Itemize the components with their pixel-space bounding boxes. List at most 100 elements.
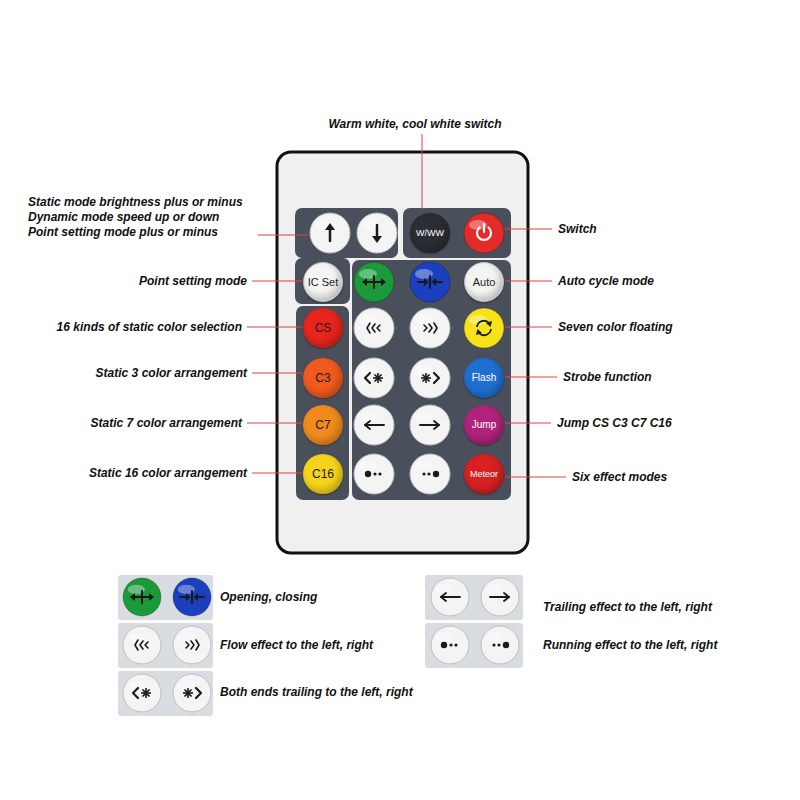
remote-button xyxy=(410,308,450,348)
remote-button xyxy=(410,454,450,494)
legend-box xyxy=(425,575,523,620)
button-symbol xyxy=(490,593,509,601)
button-symbols xyxy=(123,213,519,712)
remote-button xyxy=(173,674,211,712)
callout-label: Warm white, cool white switch xyxy=(328,116,501,132)
button-panel xyxy=(295,258,350,304)
legend-text: Opening, closing xyxy=(220,589,317,605)
button-panel xyxy=(352,260,511,500)
callout-label: Static mode brightness plus or minus xyxy=(28,194,243,210)
button-symbol xyxy=(180,591,204,603)
button-symbol xyxy=(186,640,199,650)
remote-button xyxy=(431,578,469,616)
button-label: Jump xyxy=(472,420,496,430)
remote-button xyxy=(310,213,350,253)
button-panel xyxy=(403,208,511,258)
button-symbol xyxy=(441,593,460,601)
remote-button: Auto xyxy=(464,262,504,302)
leader-line xyxy=(505,281,552,282)
button-label: IC Set xyxy=(308,277,339,288)
button-symbol xyxy=(441,642,458,648)
callout-label: Dynamic mode speed up or down xyxy=(28,209,219,225)
callout-label: Static 3 color arrangement xyxy=(96,365,247,381)
button-label: Auto xyxy=(473,277,496,288)
remote-button xyxy=(481,578,519,616)
callout-label: Six effect modes xyxy=(572,469,667,485)
remote-button xyxy=(123,674,161,712)
button-symbol xyxy=(135,640,148,650)
remote-button xyxy=(354,454,394,494)
remote-button: Flash xyxy=(464,358,504,398)
button-symbol xyxy=(362,276,386,288)
remote-button xyxy=(123,578,161,616)
remote-button xyxy=(123,626,161,664)
leader-line xyxy=(505,377,557,378)
callout-label: Static 7 color arrangement xyxy=(91,415,242,431)
remote-button xyxy=(431,626,469,664)
leader-lines xyxy=(247,134,566,477)
leader-line xyxy=(252,473,302,474)
button-symbol xyxy=(477,224,491,240)
button-symbol xyxy=(365,421,384,429)
remote-button: IC Set xyxy=(303,262,343,302)
button-symbol xyxy=(133,688,151,698)
legend-box xyxy=(118,671,213,716)
remote-button xyxy=(354,262,394,302)
callout-label: Strobe function xyxy=(563,369,652,385)
legend-box xyxy=(425,623,523,668)
leader-line xyxy=(422,134,423,210)
remote-button xyxy=(354,358,394,398)
remote-button: Jump xyxy=(464,405,504,445)
leader-line xyxy=(258,235,308,236)
button-symbol xyxy=(418,276,442,288)
leader-line xyxy=(505,423,551,424)
button-symbol xyxy=(372,225,382,243)
button-panel xyxy=(296,306,349,500)
button-label: Meteor xyxy=(470,470,498,479)
button-label: Flash xyxy=(472,373,496,383)
button-label: W/WW xyxy=(416,229,444,238)
remote-button xyxy=(410,358,450,398)
remote-button xyxy=(410,262,450,302)
remote-button: C7 xyxy=(303,405,343,445)
button-panel xyxy=(295,208,398,258)
button-label: CS xyxy=(315,322,332,334)
leader-line xyxy=(252,281,302,282)
remote-button xyxy=(464,308,504,348)
remote-button: C3 xyxy=(303,358,343,398)
remote-button: W/WW xyxy=(410,213,450,253)
remote-button: C16 xyxy=(303,454,343,494)
leader-line xyxy=(252,373,302,374)
remote-button xyxy=(173,626,211,664)
leader-line xyxy=(505,477,566,478)
legend-text: Trailing effect to the left, right xyxy=(543,599,712,615)
legend-text: Both ends trailing to the left, right xyxy=(220,684,413,700)
remote-button xyxy=(354,405,394,445)
remote-button: CS xyxy=(303,308,343,348)
callout-label: Jump CS C3 C7 C16 xyxy=(557,415,672,431)
button-label: C7 xyxy=(315,419,330,431)
remote-button xyxy=(173,578,211,616)
button-symbol xyxy=(492,642,509,648)
button-label: C16 xyxy=(312,468,334,480)
button-symbol xyxy=(183,688,201,698)
legend-box xyxy=(118,575,213,620)
button-symbol xyxy=(476,321,492,335)
button-symbol xyxy=(422,471,439,477)
remote-button xyxy=(357,213,397,253)
button-symbol xyxy=(130,591,154,603)
callout-label: Point setting mode plus or minus xyxy=(28,224,218,240)
button-symbol xyxy=(421,373,439,383)
leader-line xyxy=(505,229,552,230)
button-symbol xyxy=(424,323,437,333)
remote-button xyxy=(464,213,504,253)
callout-label: 16 kinds of static color selection xyxy=(57,319,242,335)
leader-line xyxy=(247,423,302,424)
remote-button xyxy=(410,405,450,445)
button-symbol xyxy=(420,421,439,429)
legend-box xyxy=(118,623,213,668)
legend-text: Flow effect to the left, right xyxy=(220,637,373,653)
callout-label: Static 16 color arrangement xyxy=(89,465,247,481)
callout-label: Point setting mode xyxy=(139,273,247,289)
